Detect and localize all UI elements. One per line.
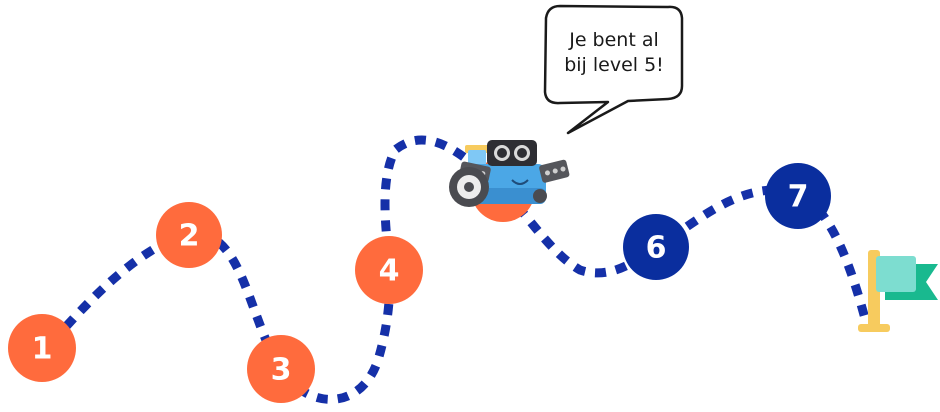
speech-bubble: Je bent al bij level 5! <box>543 4 684 135</box>
level-node-label: 7 <box>788 180 809 215</box>
level-node-1[interactable]: 1 <box>8 314 76 382</box>
level-node-label: 6 <box>646 231 667 266</box>
level-node-7[interactable]: 7 <box>765 163 831 229</box>
finish-flag-icon[interactable] <box>858 250 938 332</box>
level-node-6[interactable]: 6 <box>623 214 689 280</box>
level-node-4[interactable]: 4 <box>355 236 423 304</box>
level-node-label: 2 <box>179 219 200 254</box>
level-node-label: 3 <box>271 353 292 388</box>
level-node-label: 4 <box>379 254 400 289</box>
level-node-label: 1 <box>32 332 53 367</box>
level-node-2[interactable]: 2 <box>156 202 222 268</box>
robot-icon <box>449 140 570 207</box>
level-node-3[interactable]: 3 <box>247 335 315 403</box>
speech-bubble-line-2: bij level 5! <box>564 54 664 76</box>
level-path <box>48 135 873 404</box>
speech-bubble-line-1: Je bent al <box>568 29 659 51</box>
